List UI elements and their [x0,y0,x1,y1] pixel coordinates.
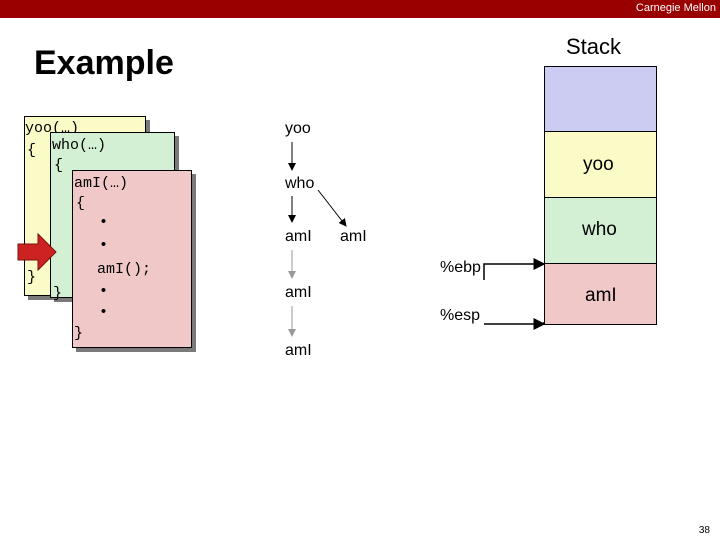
stack-frame-label-amI: amI [585,285,617,306]
stack-frame-top [544,66,657,131]
tree-node-amI-left: amI [285,228,312,245]
slide-title: Example [34,44,174,82]
tree-node-who: who [285,175,315,192]
amI-code-card [72,170,192,348]
top-bar [0,0,720,18]
tree-node-amI-right: amI [340,228,367,245]
amI-bullet-4: • [99,304,109,321]
stack-frame-label-yoo: yoo [583,154,614,175]
register-esp: %esp [440,307,481,324]
stack-frame-label-who: who [582,219,617,240]
who-close-brace: } [53,285,63,302]
amI-recursive-call: amI(); [97,261,152,278]
stack-frame-who [544,197,657,263]
amI-close-brace: } [74,325,84,342]
stack-frame-amI [544,263,657,325]
amI-open-brace: { [76,195,86,212]
edge-who-amI-right [317,189,347,227]
amI-header: amI(…) [74,175,129,192]
amI-bullet-3: • [99,283,109,300]
page-number: 38 [698,525,710,536]
current-frame-arrow-icon [17,232,57,272]
tree-node-yoo: yoo [285,120,311,137]
who-header: who(…) [52,137,107,154]
tree-node-amI-3: amI [285,342,312,359]
yoo-open-brace: { [27,142,37,159]
brand-label: Carnegie Mellon [635,2,716,14]
stack-label: Stack [566,34,622,59]
register-ebp: %ebp [440,259,481,276]
stack-frame-yoo [544,131,657,197]
yoo-close-brace: } [27,269,37,286]
tree-node-amI-2: amI [285,284,312,301]
amI-bullet-2: • [99,237,109,254]
amI-bullet-1: • [99,214,109,231]
who-open-brace: { [54,157,64,174]
ebp-pointer-arrow [483,258,546,280]
